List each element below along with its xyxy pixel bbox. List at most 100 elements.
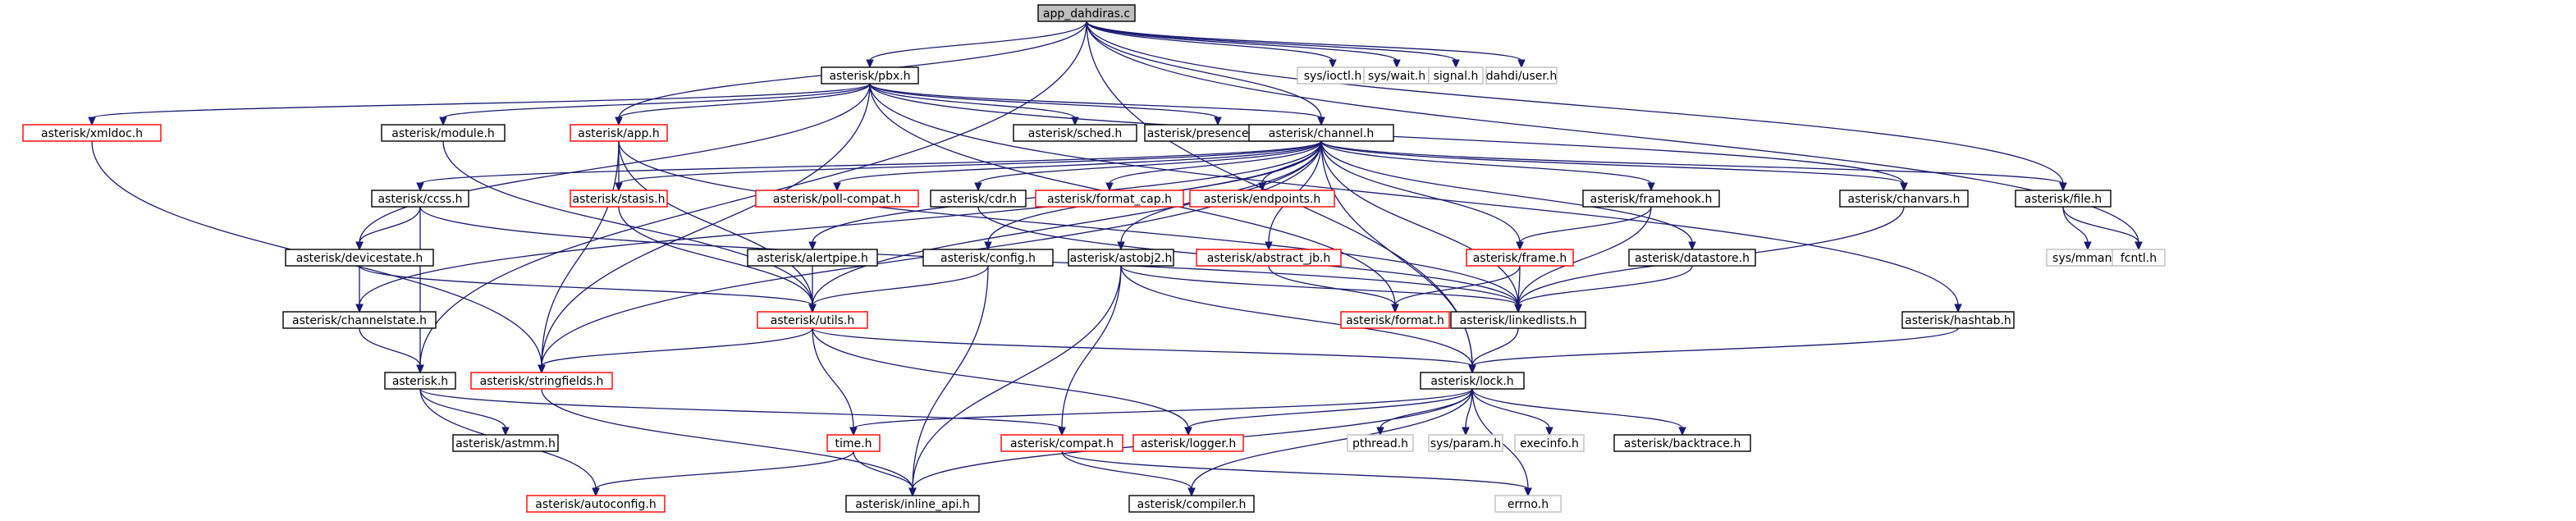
edge-utils-to-logger	[812, 327, 1192, 436]
edge-channel-to-fileh	[1320, 140, 2067, 192]
node-label: asterisk/xmldoc.h	[41, 127, 143, 140]
edge-app-to-channel	[1086, 21, 1325, 126]
node-asterisk-channel-h[interactable]: asterisk/channel.h	[1248, 124, 1394, 142]
node-sys-wait-h: sys/wait.h	[1363, 66, 1430, 85]
node-asterisk-utils-h[interactable]: asterisk/utils.h	[757, 311, 868, 329]
node-asterisk-module-h[interactable]: asterisk/module.h	[381, 124, 506, 142]
node-asterisk-backtrace-h[interactable]: asterisk/backtrace.h	[1613, 434, 1751, 452]
edge-channel-to-datastore	[1320, 140, 1696, 251]
node-label: asterisk/framehook.h	[1590, 193, 1713, 206]
node-asterisk-linkedlists-h[interactable]: asterisk/linkedlists.h	[1450, 311, 1586, 329]
node-label: asterisk/format.h	[1346, 314, 1444, 327]
node-label: fcntl.h	[2121, 252, 2157, 265]
node-label: asterisk/ccss.h	[377, 193, 462, 206]
node-asterisk-h[interactable]: asterisk.h	[384, 372, 456, 390]
node-sys-mman-h: sys/mman.h	[2046, 249, 2130, 267]
node-asterisk-format-cap-h[interactable]: asterisk/format_cap.h	[1035, 190, 1184, 208]
node-label: asterisk/pbx.h	[829, 70, 910, 83]
node-asterisk-endpoints-h[interactable]: asterisk/endpoints.h	[1189, 190, 1335, 208]
node-asterisk-file-h[interactable]: asterisk/file.h	[2015, 190, 2112, 208]
node-asterisk-abstract-jb-h[interactable]: asterisk/abstract_jb.h	[1196, 249, 1342, 267]
edge-asteriskh-to-astmm	[419, 388, 510, 436]
node-asterisk-xmldoc-h[interactable]: asterisk/xmldoc.h	[22, 124, 162, 142]
node-asterisk-ccss-h[interactable]: asterisk/ccss.h	[371, 190, 469, 208]
node-label: asterisk/alertpipe.h	[757, 252, 868, 265]
node-asterisk-config-h[interactable]: asterisk/config.h	[922, 249, 1054, 267]
node-label: asterisk/stringfields.h	[480, 375, 604, 388]
node-asterisk-astobj2-h[interactable]: asterisk/astobj2.h	[1068, 249, 1174, 267]
edge-channel-to-channelstate	[355, 140, 1322, 313]
edge-channel-to-utils	[808, 140, 1322, 313]
node-asterisk-datastore-h[interactable]: asterisk/datastore.h	[1628, 249, 1756, 267]
edge-lock-to-logger	[1184, 388, 1473, 436]
node-asterisk-framehook-h[interactable]: asterisk/framehook.h	[1582, 190, 1720, 208]
edge-timeh-to-autoconfig	[592, 450, 854, 497]
node-label: asterisk/compiler.h	[1137, 498, 1247, 511]
node-label: asterisk.h	[392, 375, 448, 388]
node-time-h[interactable]: time.h	[826, 434, 881, 452]
edge-ccss-to-devicestate	[355, 206, 421, 251]
edge-utils-to-stringfields	[538, 327, 813, 374]
edge-utils-to-lock	[812, 327, 1476, 374]
node-asterisk-alertpipe-h[interactable]: asterisk/alertpipe.h	[747, 249, 878, 267]
node-asterisk-compat-h[interactable]: asterisk/compat.h	[1000, 434, 1123, 452]
node-asterisk-poll-compat-h[interactable]: asterisk/poll-compat.h	[755, 190, 919, 208]
edge-timeh-to-inlineapi	[853, 450, 917, 497]
node-label: sys/wait.h	[1368, 70, 1425, 83]
node-fcntl-h: fcntl.h	[2112, 249, 2166, 267]
node-label: asterisk/compat.h	[1010, 437, 1114, 450]
node-label: asterisk/lock.h	[1430, 375, 1513, 388]
node-label: asterisk/autoconfig.h	[535, 498, 656, 511]
node-asterisk-lock-h[interactable]: asterisk/lock.h	[1420, 372, 1525, 390]
node-asterisk-logger-h[interactable]: asterisk/logger.h	[1132, 434, 1244, 452]
node-label: asterisk/chanvars.h	[1848, 193, 1961, 206]
node-label: asterisk/channelstate.h	[292, 314, 427, 327]
node-asterisk-devicestate-h[interactable]: asterisk/devicestate.h	[285, 249, 434, 267]
node-signal-h: signal.h	[1428, 66, 1484, 85]
node-asterisk-chanvars-h[interactable]: asterisk/chanvars.h	[1839, 190, 1969, 208]
edge-app-to-fileh	[1086, 21, 2067, 192]
edge-lock-to-timeh	[849, 388, 1473, 436]
node-asterisk-stasis-h[interactable]: asterisk/stasis.h	[570, 190, 668, 208]
node-label: asterisk/format_cap.h	[1047, 193, 1172, 206]
edge-channel-to-lock	[1320, 140, 1476, 374]
edge-config-to-utils	[808, 265, 989, 313]
edge-pbx-to-apph	[615, 83, 871, 126]
edge-app-to-wait	[1086, 21, 1401, 69]
node-execinfo-h: execinfo.h	[1514, 434, 1585, 452]
node-label: time.h	[835, 437, 872, 450]
node-label: asterisk/utils.h	[771, 314, 855, 327]
edge-linkedlists-to-lock	[1468, 327, 1519, 374]
node-asterisk-inline-api-h[interactable]: asterisk/inline_api.h	[845, 495, 980, 513]
edge-astobj2-to-inlineapi	[908, 265, 1122, 497]
node-asterisk-autoconfig-h[interactable]: asterisk/autoconfig.h	[526, 495, 666, 513]
node-label: asterisk/endpoints.h	[1204, 193, 1320, 206]
node-label: asterisk/sched.h	[1028, 127, 1122, 140]
node-asterisk-pbx-h[interactable]: asterisk/pbx.h	[821, 66, 919, 85]
node-asterisk-hashtab-h[interactable]: asterisk/hashtab.h	[1901, 311, 2015, 329]
edge-channel-to-frame	[1320, 140, 1524, 251]
node-asterisk-astmm-h[interactable]: asterisk/astmm.h	[452, 434, 559, 452]
node-asterisk-format-h[interactable]: asterisk/format.h	[1340, 311, 1450, 329]
node-app-dahdiras-c: app_dahdiras.c	[1037, 4, 1136, 22]
node-asterisk-cdr-h[interactable]: asterisk/cdr.h	[930, 190, 1027, 208]
edge-channel-to-pollcompat	[833, 140, 1322, 192]
node-asterisk-sched-h[interactable]: asterisk/sched.h	[1013, 124, 1137, 142]
node-asterisk-compiler-h[interactable]: asterisk/compiler.h	[1128, 495, 1255, 513]
edge-app-to-signal	[1086, 21, 1460, 69]
node-label: errno.h	[1508, 498, 1549, 511]
node-asterisk-stringfields-h[interactable]: asterisk/stringfields.h	[470, 372, 613, 390]
edge-channel-to-cdr	[974, 140, 1322, 192]
node-label: asterisk/frame.h	[1473, 252, 1567, 265]
edge-framehook-to-frame	[1516, 206, 1652, 251]
node-asterisk-app-h[interactable]: asterisk/app.h	[570, 124, 668, 142]
edge-lock-to-pthread	[1376, 388, 1473, 436]
node-sys-ioctl-h: sys/ioctl.h	[1297, 66, 1369, 85]
edges-layer	[88, 21, 2143, 497]
edge-fileh-to-fcntl	[2062, 206, 2143, 251]
node-asterisk-frame-h[interactable]: asterisk/frame.h	[1466, 249, 1574, 267]
edge-apph-to-linkedlists	[618, 140, 1522, 313]
edge-lock-to-execinfo	[1471, 388, 1553, 436]
node-asterisk-channelstate-h[interactable]: asterisk/channelstate.h	[282, 311, 437, 329]
